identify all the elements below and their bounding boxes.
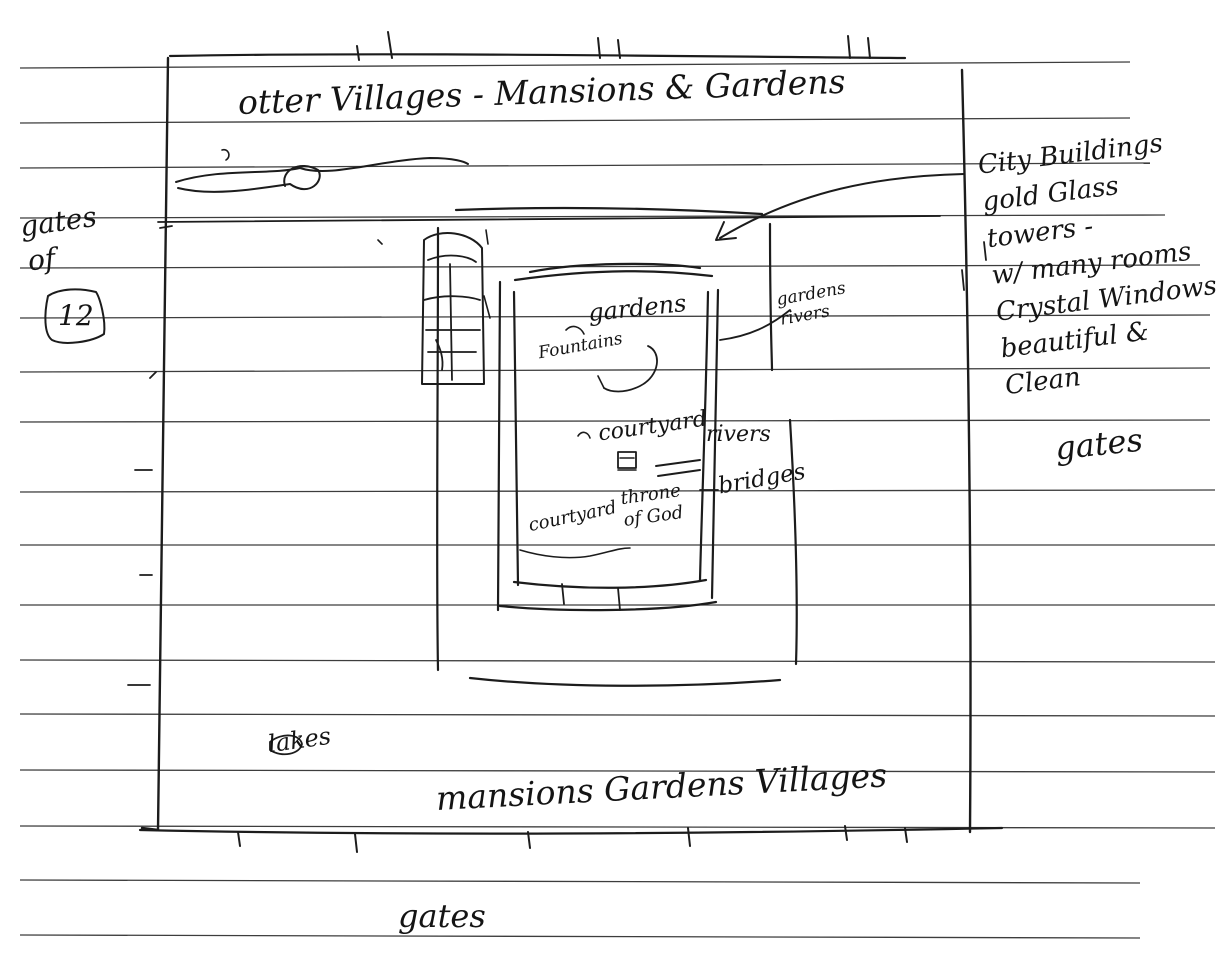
cloud-scribble <box>176 150 468 192</box>
gates-right-label: gates <box>1054 423 1145 464</box>
twelve-label: 12 <box>58 302 94 330</box>
throne-label: throne of God <box>619 480 685 532</box>
gates-bottom-label: gates <box>398 900 486 932</box>
rivers-label: rivers <box>706 424 771 446</box>
of-label: of <box>27 245 57 276</box>
city-buildings-note: City Buildings gold Glass towers - w/ ma… <box>976 121 1225 405</box>
tower-buildings <box>378 230 490 384</box>
outer-city-wall <box>128 32 1002 852</box>
